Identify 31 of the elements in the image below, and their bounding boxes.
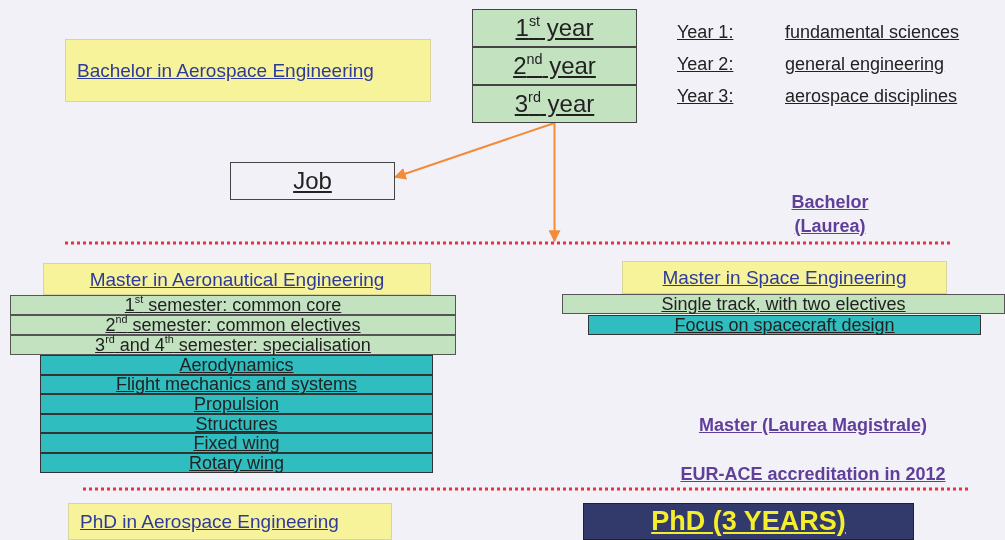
year-description: fundamental sciences	[785, 22, 960, 43]
degree-label: Master (Laurea Magistrale)	[697, 414, 929, 437]
degree-label: Bachelor (Laurea)	[790, 191, 870, 238]
track-bar: Flight mechanics and systems	[40, 374, 433, 395]
arrow	[548, 122, 561, 243]
semester-bar: 2$^{nd}$ semester: common electives	[10, 315, 456, 335]
phd-box: PhD (3 YEARS)	[583, 503, 914, 540]
year-label: Year 2:	[677, 54, 735, 75]
track-bar: Fixed wing	[40, 433, 433, 453]
year-description: aerospace disciplines	[785, 86, 958, 107]
semester-bar: Single track, with two electives	[562, 294, 1005, 314]
track-bar: Aerodynamics	[40, 355, 433, 375]
program-box: Master in Aeronautical Engineering	[43, 263, 431, 295]
year-description: general engineering	[785, 54, 945, 75]
program-box: PhD in Aerospace Engineering	[68, 503, 392, 540]
job-box: Job	[230, 162, 395, 200]
track-bar: Rotary wing	[40, 453, 433, 473]
program-box: Master in Space Engineering	[622, 261, 947, 294]
year-box: 3$^{rd}$ year	[472, 85, 637, 123]
program-box: Bachelor in Aerospace Engineering	[65, 39, 431, 102]
year-box: 2$^{nd}$ year	[472, 47, 637, 85]
semester-bar: 1$^{st}$ semester: common core	[10, 295, 456, 315]
track-bar: Structures	[40, 413, 433, 434]
track-bar: Focus on spacecraft design	[588, 315, 981, 335]
track-bar: Propulsion	[40, 394, 433, 414]
year-box: 1$^{st}$ year	[472, 9, 637, 47]
year-label: Year 3:	[677, 86, 735, 107]
semester-bar: 3$^{rd}$ and 4$^{th}$ semester: specialisation	[10, 335, 456, 355]
year-label: Year 1:	[677, 22, 735, 43]
accreditation-note: EUR-ACE accreditation in 2012	[679, 463, 947, 486]
arrow	[393, 122, 556, 180]
